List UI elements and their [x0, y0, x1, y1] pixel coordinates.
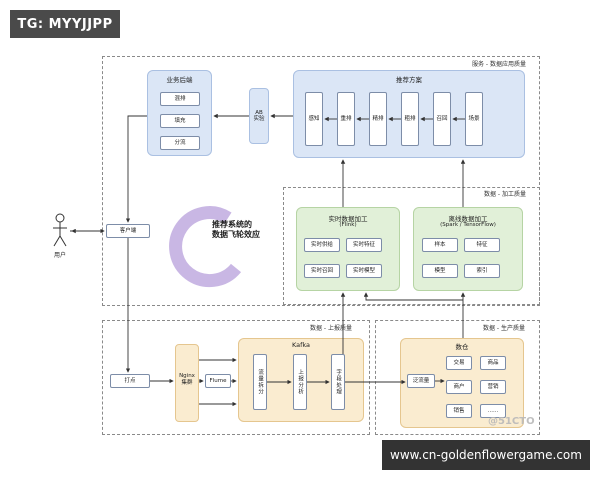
warehouse-item-more: ...... — [480, 404, 506, 418]
warehouse-source: 泛流量 — [407, 374, 435, 388]
recommend-title: 推荐方案 — [396, 76, 422, 84]
zone-production-title: 数据 - 生产质量 — [483, 325, 525, 332]
stage-rerank: 重排 — [337, 92, 355, 146]
offline-sample: 样本 — [422, 238, 458, 252]
warehouse-title: 数仓 — [455, 343, 469, 351]
user-label: 用户 — [53, 252, 66, 259]
offline-index: 索引 — [464, 264, 500, 278]
ab-experiment-box: AB 实验 — [249, 88, 269, 144]
zone-process-title: 数据 - 加工质量 — [484, 191, 526, 198]
offline-title: 离线数据加工 — [448, 215, 488, 223]
offline-model: 模型 — [422, 264, 458, 278]
realtime-feature: 实时特征 — [346, 238, 382, 252]
realtime-title: 实时数据加工 — [328, 215, 368, 223]
watermark-tag: TG: MYYJJPP — [10, 10, 120, 38]
zone-upload — [102, 320, 370, 435]
kafka-stage-field-processing: 字段处理 — [331, 354, 345, 410]
flume-box: Flume — [205, 374, 231, 388]
stage-perception: 感知 — [305, 92, 323, 146]
stage-scene: 场景 — [465, 92, 483, 146]
watermark-51cto: @51CTO — [488, 416, 535, 427]
zone-service-title: 服务 - 数据应用质量 — [472, 61, 526, 68]
realtime-subtitle: (Flink) — [339, 222, 357, 228]
realtime-model: 实时模型 — [346, 264, 382, 278]
tracking-box: 打点 — [110, 374, 150, 388]
business-item-fill: 填充 — [160, 114, 200, 128]
warehouse-item-product: 商品 — [480, 356, 506, 370]
zone-process — [283, 187, 540, 305]
kafka-stage-traffic-split: 流量拆分 — [253, 354, 267, 410]
warehouse-item-sales: 销售 — [446, 404, 472, 418]
kafka-title: Kafka — [291, 341, 311, 349]
nginx-panel — [175, 344, 199, 422]
offline-subtitle: (Spark / TensorFlow) — [440, 222, 496, 228]
zone-production — [375, 320, 540, 435]
business-item-split: 分流 — [160, 136, 200, 150]
realtime-recall: 实时召回 — [304, 264, 340, 278]
warehouse-item-merchant: 商户 — [446, 380, 472, 394]
footer-url: www.cn-goldenflowergame.com — [382, 440, 590, 470]
kafka-stage-report-analysis: 上报分析 — [293, 354, 307, 410]
warehouse-item-marketing: 营销 — [480, 380, 506, 394]
business-title: 业务后端 — [166, 76, 193, 84]
client-box: 客户端 — [106, 224, 150, 238]
stage-recall: 召回 — [433, 92, 451, 146]
stage-coarse-rank: 粗排 — [401, 92, 419, 146]
stage-fine-rank: 精排 — [369, 92, 387, 146]
zone-service — [102, 56, 540, 306]
realtime-supply: 实时供给 — [304, 238, 340, 252]
warehouse-item-trade: 交易 — [446, 356, 472, 370]
business-item-mix: 混排 — [160, 92, 200, 106]
zone-upload-title: 数据 - 上报质量 — [310, 325, 352, 332]
nginx-label: Nginx 集群 — [179, 373, 195, 387]
offline-feature: 特征 — [464, 238, 500, 252]
flywheel-label: 推荐系统的 数据飞轮效应 — [212, 220, 260, 240]
